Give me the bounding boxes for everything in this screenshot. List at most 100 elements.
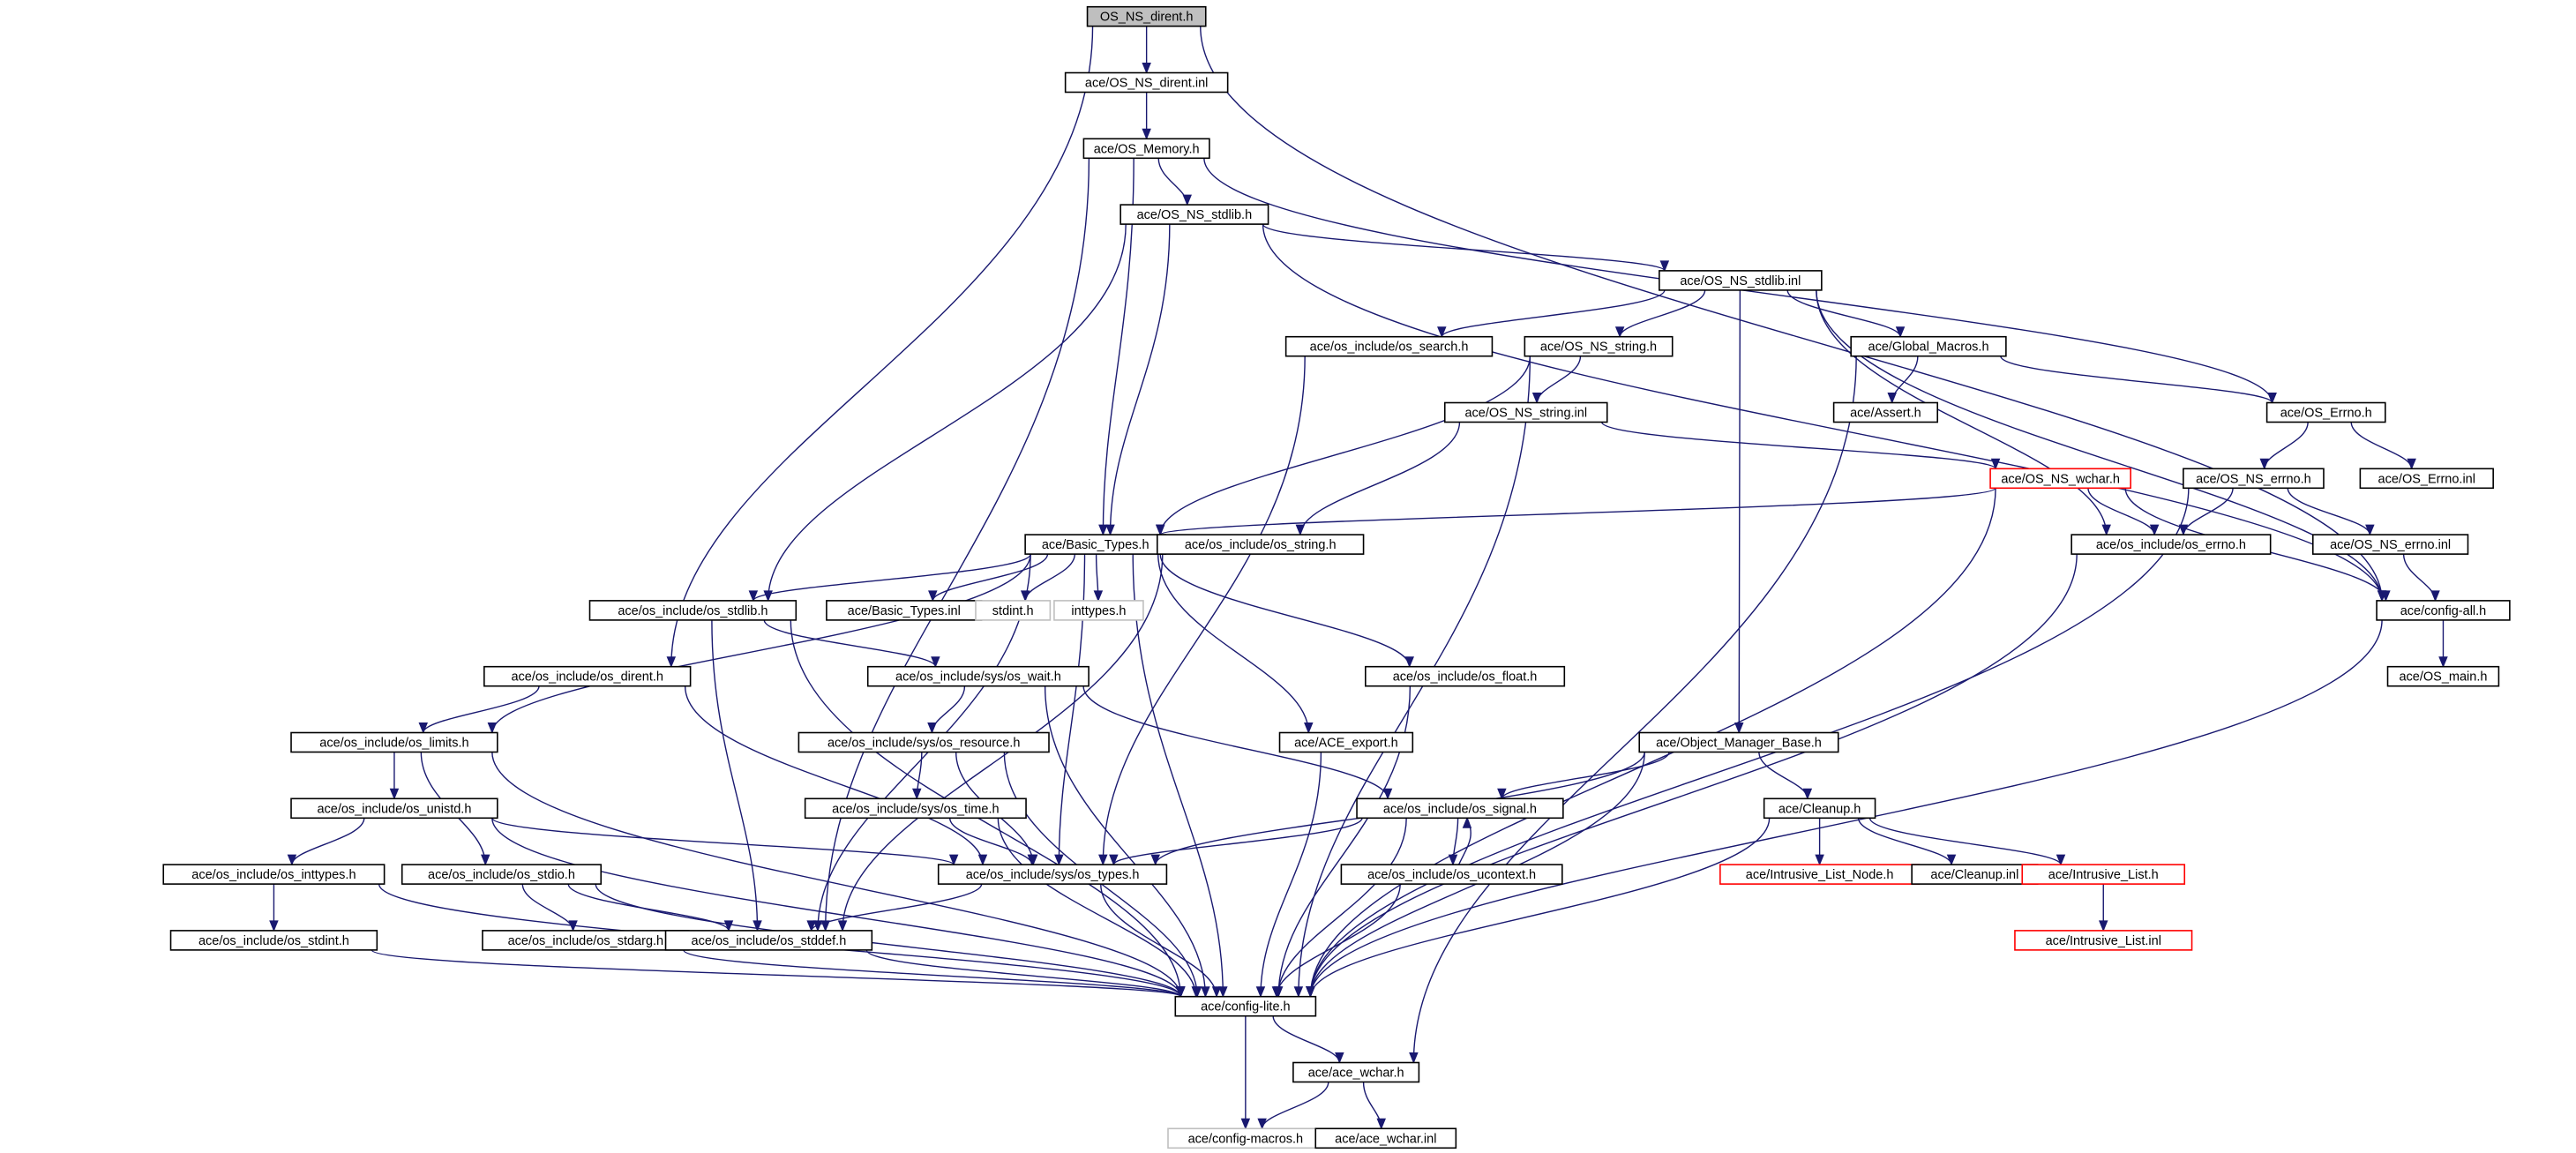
node-basic-types-inl[interactable]: ace/Basic_Types.inl	[826, 600, 983, 621]
edge-arrowhead	[1990, 458, 2001, 470]
node-os-types[interactable]: ace/os_include/sys/os_types.h	[937, 864, 1168, 885]
edge-arrowhead	[2099, 920, 2108, 932]
node-label: ace/os_include/os_dirent.h	[511, 670, 663, 685]
node-box	[290, 797, 498, 820]
edge-line	[1261, 1082, 1329, 1129]
edge-arrowhead	[666, 656, 677, 669]
node-ns-errno-inl[interactable]: ace/OS_NS_errno.inl	[2311, 534, 2469, 555]
node-ns-stdlib-h[interactable]: ace/OS_NS_stdlib.h	[1120, 204, 1269, 225]
edge-arrowhead	[1614, 326, 1625, 339]
edge-arrowhead	[2438, 656, 2448, 669]
node-ace-wchar-h[interactable]: ace/ace_wchar.h	[1292, 1061, 1420, 1083]
node-os-time[interactable]: ace/os_include/sys/os_time.h	[804, 797, 1027, 820]
node-os-stddef[interactable]: ace/os_include/os_stddef.h	[664, 930, 873, 951]
node-box	[1314, 1127, 1457, 1149]
node-os-ucontext[interactable]: ace/os_include/os_ucontext.h	[1340, 864, 1563, 885]
node-os-inttypes[interactable]: ace/os_include/os_inttypes.h	[162, 864, 386, 885]
node-label: ace/OS_NS_string.h	[1540, 341, 1657, 355]
edge-os-dirent-to-os-limits	[418, 685, 540, 734]
node-box	[1278, 731, 1414, 753]
edge-os-unistd-to-os-types	[491, 817, 959, 866]
node-root[interactable]: OS_NS_dirent.h	[1086, 5, 1207, 27]
edge-os-wait-to-os-signal	[1082, 685, 1393, 800]
node-box	[2359, 468, 2494, 490]
edge-line	[763, 619, 937, 668]
node-os-errno[interactable]: ace/OS_Errno.h	[2265, 401, 2386, 423]
node-os-resource[interactable]: ace/os_include/sys/os_resource.h	[798, 731, 1050, 753]
node-global-macros[interactable]: ace/Global_Macros.h	[1850, 335, 2007, 357]
edge-arrowhead	[1295, 524, 1306, 536]
node-basic-types[interactable]: ace/Basic_Types.h	[1024, 534, 1167, 555]
node-box	[588, 600, 798, 621]
edge-ns-string-h-to-basic-types	[1155, 356, 1531, 536]
node-config-all[interactable]: ace/config-all.h	[2376, 600, 2511, 621]
node-box	[1524, 335, 1674, 357]
node-os-dirent[interactable]: ace/os_include/os_dirent.h	[483, 665, 692, 687]
edge-arrowhead	[1895, 326, 1906, 339]
node-os-stdarg[interactable]: ace/os_include/os_stdarg.h	[482, 930, 690, 951]
edge-arrowhead	[1409, 1052, 1419, 1064]
node-config-lite[interactable]: ace/config-lite.h	[1174, 995, 1317, 1017]
node-obj-mgr-base[interactable]: ace/Object_Manager_Base.h	[1638, 731, 1839, 753]
node-cleanup-h[interactable]: ace/Cleanup.h	[1763, 797, 1876, 820]
node-os-stdlib[interactable]: ace/os_include/os_stdlib.h	[588, 600, 798, 621]
node-os-float[interactable]: ace/os_include/os_float.h	[1365, 665, 1566, 687]
node-os-wait[interactable]: ace/os_include/sys/os_wait.h	[866, 665, 1090, 687]
node-label: ace/OS_NS_string.inl	[1464, 407, 1587, 421]
node-ns-stdlib-inl[interactable]: ace/OS_NS_stdlib.inl	[1659, 270, 1823, 291]
node-os-errno-inl[interactable]: ace/OS_Errno.inl	[2359, 468, 2494, 490]
node-box	[1340, 864, 1563, 885]
node-dirent-inl[interactable]: ace/OS_NS_dirent.inl	[1064, 71, 1229, 94]
edge-arrowhead	[1142, 128, 1151, 140]
node-ns-string-inl[interactable]: ace/OS_NS_string.inl	[1443, 401, 1608, 423]
edge-line	[1277, 818, 1407, 997]
edge-arrowhead	[2381, 590, 2391, 603]
node-os-main[interactable]: ace/OS_main.h	[2386, 665, 2500, 687]
node-intrusive-list-node[interactable]: ace/Intrusive_List_Node.h	[1719, 864, 1921, 885]
edge-arrowhead	[2267, 392, 2277, 404]
node-ace-export[interactable]: ace/ACE_export.h	[1278, 731, 1414, 753]
node-label: ace/os_include/os_stdint.h	[198, 934, 349, 948]
node-ns-wchar[interactable]: ace/OS_NS_wchar.h	[1989, 468, 2131, 490]
edge-os-resource-to-os-time	[912, 752, 923, 800]
node-os-string[interactable]: ace/os_include/os_string.h	[1156, 534, 1365, 555]
edge-os-ucontext-to-os-signal	[1457, 816, 1472, 865]
edge-os-time-to-config-lite	[997, 818, 1201, 999]
node-os-signal[interactable]: ace/os_include/os_signal.h	[1356, 797, 1564, 820]
node-ace-wchar-inl[interactable]: ace/ace_wchar.inl	[1314, 1127, 1457, 1149]
edge-ns-stdlib-h-to-ns-stdlib-inl	[1262, 223, 1670, 273]
node-intrusive-list-inl[interactable]: ace/Intrusive_List.inl	[2014, 930, 2193, 951]
node-label: ace/Cleanup.h	[1778, 802, 1861, 816]
node-os-limits[interactable]: ace/os_include/os_limits.h	[290, 731, 498, 753]
edge-line	[1082, 685, 1389, 799]
edge-arrowhead	[1218, 986, 1228, 999]
edge-arrowhead	[1054, 854, 1064, 866]
edge-line	[1309, 488, 2190, 997]
node-intrusive-list-h[interactable]: ace/Intrusive_List.h	[2021, 864, 2186, 885]
node-label: ace/ace_wchar.inl	[1335, 1132, 1436, 1146]
edge-arrowhead	[1027, 854, 1037, 866]
edge-line	[567, 883, 730, 932]
node-os-stdio[interactable]: ace/os_include/os_stdio.h	[401, 864, 603, 885]
node-os-unistd[interactable]: ace/os_include/os_unistd.h	[290, 797, 498, 820]
edge-basic-types-to-os-limits	[487, 554, 1031, 734]
edge-arrowhead	[1093, 590, 1104, 603]
edge-arrowhead	[806, 920, 816, 932]
node-ns-string-h[interactable]: ace/OS_NS_string.h	[1524, 335, 1674, 357]
node-label: ace/OS_NS_dirent.inl	[1085, 77, 1208, 91]
edge-config-lite-to-config-macros	[1240, 1015, 1251, 1130]
node-ns-errno-h[interactable]: ace/OS_NS_errno.h	[2183, 468, 2325, 490]
edge-os-search-to-os-types	[1098, 356, 1306, 866]
node-box	[1120, 204, 1269, 225]
edge-line	[1619, 289, 1706, 337]
node-assert-h[interactable]: ace/Assert.h	[1832, 401, 1939, 423]
node-box	[1443, 401, 1608, 423]
node-os-search[interactable]: ace/os_include/os_search.h	[1284, 335, 1494, 357]
node-inc-os-errno[interactable]: ace/os_include/os_errno.h	[2071, 534, 2272, 555]
edge-arrowhead	[2178, 524, 2189, 536]
node-box	[1365, 665, 1566, 687]
edge-arrowhead	[1201, 986, 1210, 999]
node-os-memory[interactable]: ace/OS_Memory.h	[1082, 138, 1210, 160]
node-cleanup-inl[interactable]: ace/Cleanup.inl	[1911, 864, 2039, 885]
node-os-stdint[interactable]: ace/os_include/os_stdint.h	[169, 930, 378, 951]
